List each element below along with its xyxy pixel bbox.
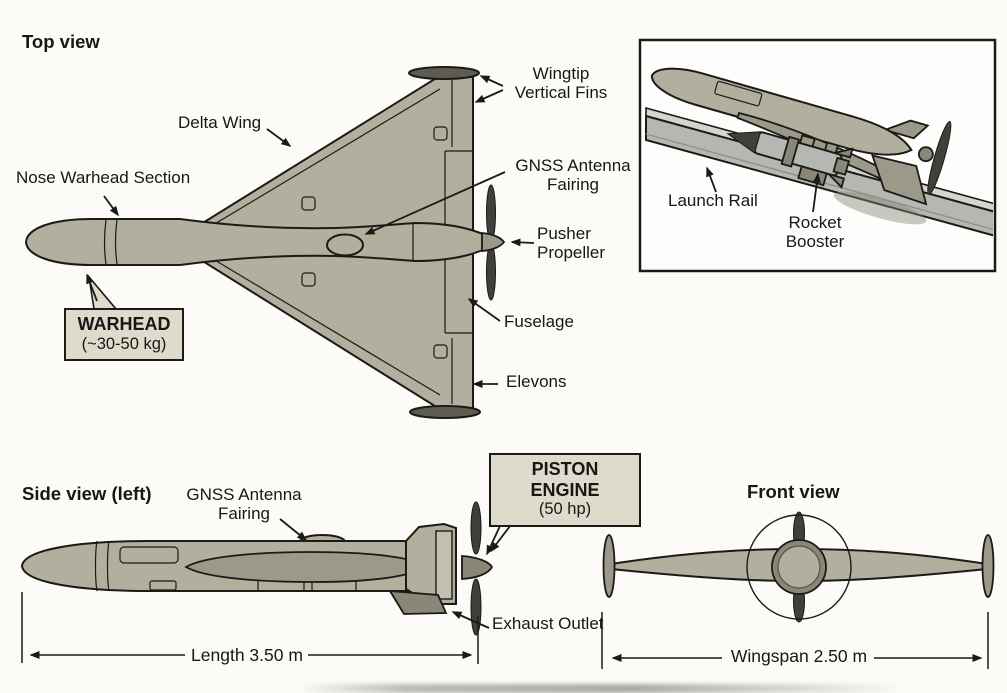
exhaust-outlet-part xyxy=(388,589,448,615)
front-fuselage-nose xyxy=(777,545,821,589)
front-view-drone-drawing xyxy=(602,511,995,623)
gnss-fairing-side-view xyxy=(298,534,347,542)
propeller-blade xyxy=(486,243,496,301)
wingtip-vertical-fins-label: Wingtip Vertical Fins xyxy=(514,64,608,103)
leader-arrows xyxy=(86,75,821,629)
propeller-spinner xyxy=(481,232,506,252)
inset-propeller xyxy=(927,120,952,196)
elevons-lower xyxy=(444,259,473,404)
front-view-title: Front view xyxy=(747,481,840,502)
top-view-title: Top view xyxy=(22,31,100,52)
inset-drone-fin xyxy=(871,154,928,206)
side-propeller-blade xyxy=(470,501,482,555)
side-view-wing xyxy=(184,551,430,583)
side-view-title: Side view (left) xyxy=(22,483,152,504)
wingtip-fin-upper xyxy=(408,66,480,80)
inset-drone xyxy=(650,67,952,206)
length-dimension-label: Length 3.50 m xyxy=(191,645,303,665)
nose-warhead-section-label: Nose Warhead Section xyxy=(16,168,191,187)
gnss-antenna-fairing-label-side: GNSS Antenna Fairing xyxy=(186,485,302,524)
inset-drone-body xyxy=(650,67,913,156)
side-propeller-blade xyxy=(470,578,482,636)
elevons-upper xyxy=(444,80,473,225)
bottom-edge-artifact xyxy=(298,684,908,693)
propeller-disc xyxy=(746,514,852,620)
dimension-lines xyxy=(21,592,989,669)
piston-engine-callout: PISTON ENGINE (50 hp) xyxy=(489,453,641,528)
rocket-booster-nose xyxy=(726,131,762,154)
side-propeller-spinner xyxy=(461,555,494,580)
top-view-drone-drawing xyxy=(24,66,506,419)
rocket-booster-label: Rocket Booster xyxy=(785,213,845,252)
delta-wing-label: Delta Wing xyxy=(178,113,262,132)
wingtip-fin-lower xyxy=(409,405,481,419)
warhead-callout: WARHEAD (~30-50 kg) xyxy=(64,308,184,362)
launch-rail-label: Launch Rail xyxy=(668,191,758,210)
gnss-fairing-top-view xyxy=(326,233,364,257)
wingspan-dimension-label: Wingspan 2.50 m xyxy=(730,646,868,666)
elevons-label: Elevons xyxy=(506,372,567,391)
rocket-booster-nozzle xyxy=(832,156,851,176)
exhaust-outlet-label: Exhaust Outlet xyxy=(492,614,604,633)
fuselage-label: Fuselage xyxy=(504,312,574,331)
pusher-propeller-label: Pusher Propeller xyxy=(537,224,606,263)
gnss-antenna-fairing-label-top: GNSS Antenna Fairing xyxy=(515,156,631,195)
front-wingtip-fin-right xyxy=(981,534,995,598)
front-wingtip-fin-left xyxy=(602,534,616,598)
propeller-blade xyxy=(486,184,496,242)
side-view-drone-drawing xyxy=(20,501,494,636)
fuselage-top-view xyxy=(24,218,499,266)
